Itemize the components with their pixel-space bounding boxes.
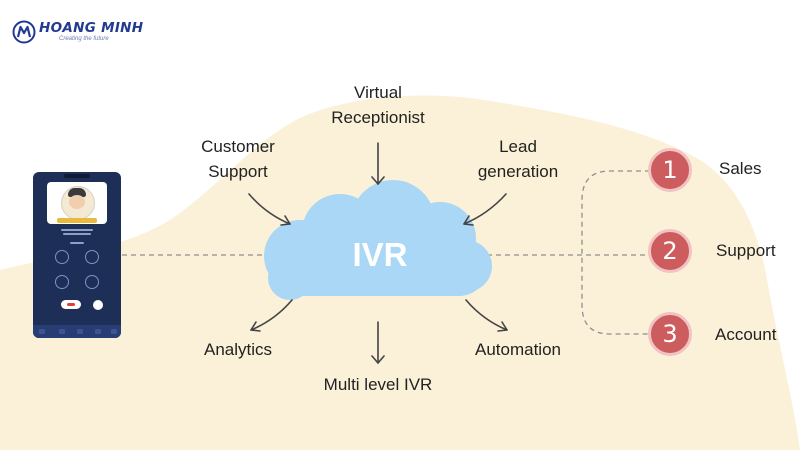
arrow-multi-level-ivr xyxy=(371,321,385,364)
option-number-1: 1 xyxy=(648,148,692,192)
hoang-minh-logo: HOANG MINH Creating the future xyxy=(12,20,143,44)
feature-multi-level-ivr: Multi level IVR xyxy=(323,375,433,394)
connector-lines xyxy=(122,170,650,335)
arrow-lead-generation xyxy=(463,193,507,226)
feature-analytics: Analytics xyxy=(203,340,273,359)
option-label-sales: Sales xyxy=(719,159,762,178)
logo-tagline: Creating the future xyxy=(59,36,109,43)
logo-name: HOANG MINH xyxy=(39,19,144,36)
arrow-automation xyxy=(465,299,508,332)
option-label-support: Support xyxy=(716,241,776,260)
option-number-3: 3 xyxy=(648,312,692,356)
phone-call-illustration xyxy=(33,172,121,338)
feature-virtual-receptionist: Virtual Receptionist xyxy=(331,83,425,127)
options-bracket-line xyxy=(581,170,650,335)
feature-arrows xyxy=(248,142,508,364)
logo-mark-icon xyxy=(12,20,36,44)
feature-lead-generation: Lead generation xyxy=(477,137,559,181)
ivr-cloud xyxy=(264,180,492,300)
arrow-analytics xyxy=(250,299,293,332)
ivr-label: IVR xyxy=(352,236,408,273)
option-number-2: 2 xyxy=(648,229,692,273)
end-call-icon xyxy=(61,300,81,309)
option-label-account: Account xyxy=(715,325,777,344)
arrow-customer-support xyxy=(248,193,291,226)
feature-automation: Automation xyxy=(475,340,561,359)
feature-customer-support: Customer Support xyxy=(201,137,275,181)
arrow-virtual-receptionist xyxy=(371,142,385,185)
